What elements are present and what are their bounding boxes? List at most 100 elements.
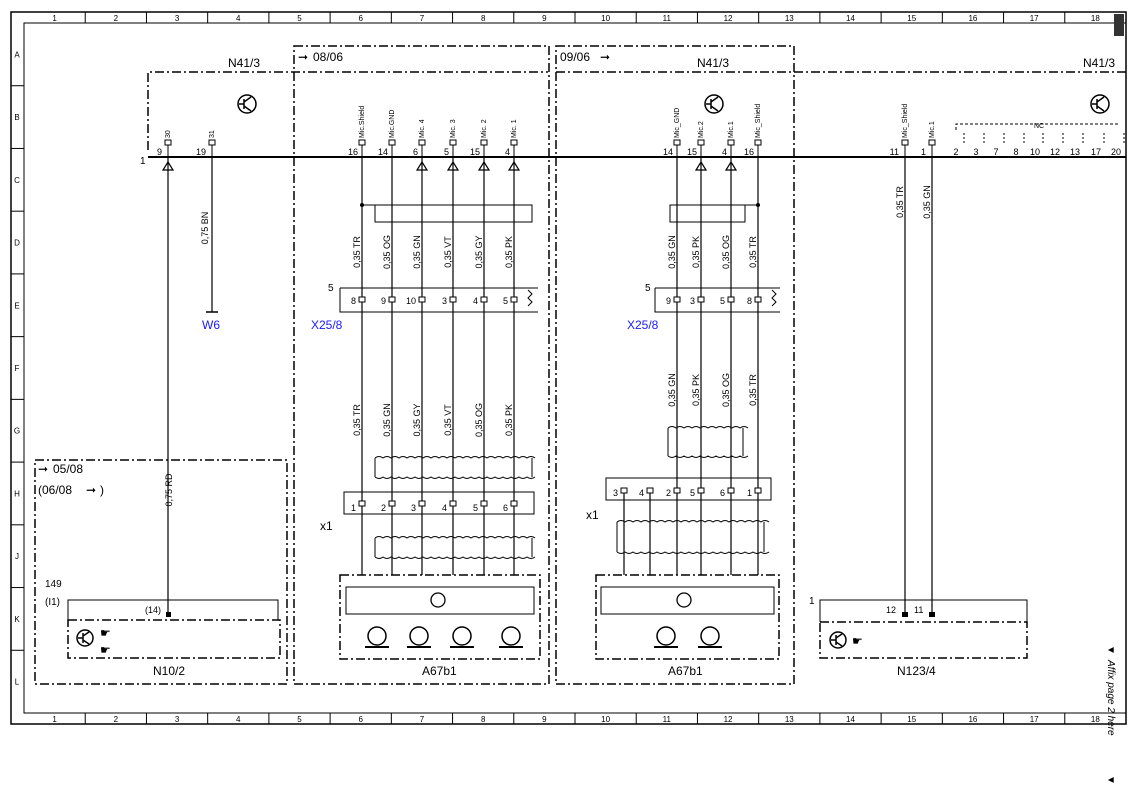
frame-inner	[23, 22, 1127, 714]
grid-col-label: 17	[1030, 715, 1039, 724]
n123-device-box	[819, 621, 1028, 659]
splice-pin-number: 4	[442, 503, 447, 513]
grid-columns: 1122334455667788991010111112121313141415…	[52, 12, 1100, 724]
connector-pin	[480, 296, 488, 303]
connector-pin	[673, 296, 681, 303]
microphone-icon	[452, 626, 472, 646]
n10-connector	[67, 599, 279, 620]
splice-pin	[673, 487, 681, 494]
connector-pin	[697, 296, 705, 303]
pin-name: Mic.2	[698, 121, 705, 138]
microphone-icon	[700, 626, 720, 646]
connector-pin-number: 3	[690, 296, 695, 306]
connector-pin	[358, 296, 366, 303]
n123-connector	[819, 599, 1028, 622]
pin-name: 30	[165, 130, 172, 138]
wire-color-label: 0,35 OG	[474, 403, 484, 437]
grid-col-label: 6	[358, 715, 363, 724]
nc-bracket	[955, 123, 1120, 130]
microphone-icon	[501, 626, 521, 646]
grid-col-label: 8	[481, 715, 486, 724]
wire-color-label: 0,35 PK	[504, 236, 514, 268]
pin-name: Mic.GND	[389, 110, 396, 138]
connector-pin-number: 9	[666, 296, 671, 306]
connector-pin	[510, 296, 518, 303]
x25-8-label: X25/8	[627, 318, 659, 332]
splice-pin	[697, 487, 705, 494]
wire-color-label: 0,35 TR	[748, 236, 758, 268]
nc-label: NC	[1034, 123, 1044, 130]
nc-pin-number: 3	[973, 147, 978, 157]
pin-terminal	[928, 139, 936, 146]
n41-left-title: N41/3	[228, 56, 260, 70]
pin-name: Mic.1	[728, 121, 735, 138]
wire-color-label: 0,35 OG	[721, 373, 731, 407]
splice-pin	[358, 500, 366, 507]
connector-pin	[727, 296, 735, 303]
grid-col-label: 15	[907, 14, 916, 23]
shield-junction	[756, 203, 760, 207]
pin-name: Mic. 2	[481, 119, 488, 138]
grid-col-label: 16	[968, 715, 977, 724]
splice-pin	[510, 500, 518, 507]
splice-box	[343, 491, 535, 515]
nc-pin-number: 7	[993, 147, 998, 157]
transistor-icon	[1090, 94, 1110, 114]
n123-title: N123/4	[897, 664, 936, 678]
affix-arrow-icon: ▼	[1105, 645, 1116, 655]
wire-color-label: 0,35 TR	[352, 404, 362, 436]
splice-pin-number: 2	[381, 503, 386, 513]
splice-pin	[646, 487, 654, 494]
transistor-icon	[829, 631, 847, 649]
nc-pin-number: 13	[1070, 147, 1080, 157]
splice-pin	[388, 500, 396, 507]
wire-color-label: 0,35 OG	[721, 235, 731, 269]
connector-pin	[754, 296, 762, 303]
affix-arrow-icon: ▼	[1105, 775, 1116, 785]
grid-row-label: F	[15, 364, 20, 373]
grid-col-label: 7	[420, 14, 425, 23]
grid-col-label: 5	[297, 14, 302, 23]
x25-8-number: 5	[645, 283, 651, 294]
wire-color-label: 0,35 GY	[474, 235, 484, 268]
section2-title: N41/3	[697, 56, 729, 70]
n10-pin-ref2: (I1)	[45, 597, 60, 608]
wire-color-label: 0,35 VT	[443, 404, 453, 436]
wire-color-label: 0,35 TR	[352, 236, 362, 268]
pin-name: Mic. 3	[450, 119, 457, 138]
connector-pin-number: 5	[503, 296, 508, 306]
splice-pin	[754, 487, 762, 494]
pin-name: 31	[209, 130, 216, 138]
n10-ref2: (06/08	[38, 483, 72, 497]
grid-col-label: 6	[358, 14, 363, 23]
connector-pin-number: 4	[473, 296, 478, 306]
pin-number: 15	[687, 147, 697, 157]
grid-col-label: 13	[785, 14, 794, 23]
splice-pin-number: 1	[351, 503, 356, 513]
grid-col-label: 13	[785, 715, 794, 724]
wire-color-label: 0,35 OG	[382, 235, 392, 269]
grid-col-label: 12	[724, 715, 733, 724]
pin-terminal	[358, 139, 366, 146]
grid-row-label: C	[14, 176, 20, 185]
n10-pin-terminal	[166, 612, 171, 617]
pin-name: Mic.Shield	[359, 106, 366, 138]
splice-pin	[449, 500, 457, 507]
connector-pin	[449, 296, 457, 303]
pin-number: 15	[470, 147, 480, 157]
grid-col-label: 14	[846, 715, 855, 724]
grid-row-label: G	[14, 427, 20, 436]
n10-ref1: 05/08	[53, 462, 83, 476]
splice-pin	[480, 500, 488, 507]
grid-col-label: 12	[724, 14, 733, 23]
section1-arrow-icon: ➞	[298, 50, 308, 64]
grid-col-label: 16	[968, 14, 977, 23]
n41-left-box	[147, 71, 548, 150]
pin-terminal	[418, 139, 426, 146]
n10-pin-ref: 149	[45, 579, 62, 590]
nc-pin-number: 17	[1091, 147, 1101, 157]
ground-w6: W6	[202, 318, 220, 332]
